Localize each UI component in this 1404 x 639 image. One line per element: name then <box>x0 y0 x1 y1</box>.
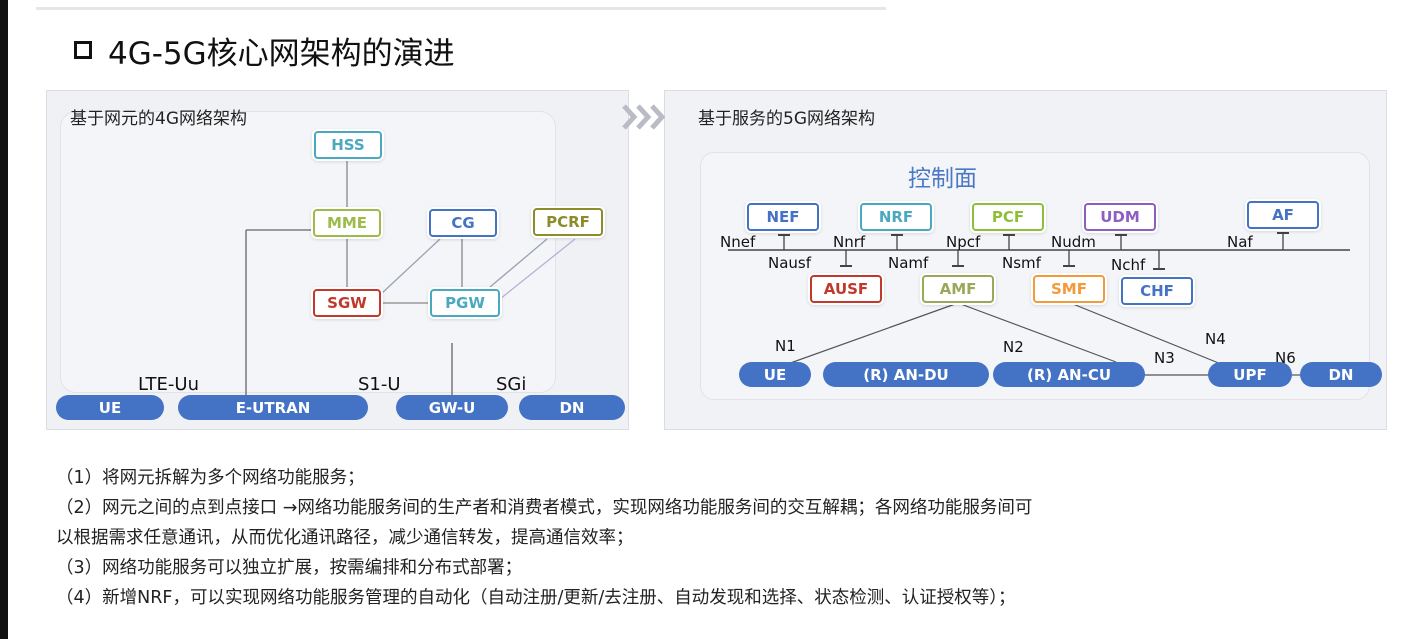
label-naf: Naf <box>1227 233 1253 251</box>
node-chf: CHF <box>1121 277 1193 305</box>
label-nudm: Nudm <box>1051 233 1096 251</box>
label-nausf: Nausf <box>768 254 812 272</box>
label-n2: N2 <box>1003 338 1024 356</box>
node-hss: HSS <box>314 131 382 159</box>
evolution-chevrons-icon <box>622 104 666 130</box>
label-nnrf: Nnrf <box>833 233 866 251</box>
label-sgi: SGi <box>496 374 527 395</box>
label-nnef: Nnef <box>720 233 756 251</box>
panel-5g-title: 基于服务的5G网络架构 <box>698 109 875 129</box>
label-nchf: Nchf <box>1111 256 1146 274</box>
panel-4g-inner <box>60 111 556 393</box>
panel-4g-title: 基于网元的4G网络架构 <box>70 109 247 129</box>
slide-title-row: 4G-5G核心网架构的演进 <box>74 30 455 72</box>
label-npcf: Npcf <box>946 233 981 251</box>
bus-5g-dn: DN <box>1300 362 1382 387</box>
bullet-square-icon <box>74 41 92 59</box>
node-nef: NEF <box>747 203 819 231</box>
node-amf: AMF <box>922 275 994 303</box>
bus-4g-eutran: E-UTRAN <box>178 395 368 420</box>
node-mme: MME <box>313 209 381 237</box>
node-nrf: NRF <box>860 203 932 231</box>
label-namf: Namf <box>888 254 929 272</box>
note-1: （1）将网元拆解为多个网络功能服务； <box>56 468 365 488</box>
control-plane-title: 控制面 <box>908 166 977 192</box>
node-pcrf: PCRF <box>533 208 603 236</box>
label-nsmf: Nsmf <box>1002 254 1041 272</box>
left-edge-bar <box>0 0 8 639</box>
node-smf: SMF <box>1033 275 1105 303</box>
bus-4g-dn: DN <box>519 395 625 420</box>
label-s1-u: S1-U <box>358 374 401 395</box>
bus-4g-gwu: GW-U <box>396 395 508 420</box>
label-lte-uu: LTE-Uu <box>138 374 199 395</box>
note-4: （4）新增NRF，可以实现网络功能服务管理的自动化（自动注册/更新/去注册、自动… <box>56 588 1016 608</box>
node-ausf: AUSF <box>810 275 882 303</box>
label-n3: N3 <box>1154 349 1175 367</box>
note-3: （3）网络功能服务可以独立扩展，按需编排和分布式部署； <box>56 558 523 578</box>
node-af: AF <box>1247 201 1319 229</box>
notes-list: （1）将网元拆解为多个网络功能服务； （2）网元之间的点到点接口 →网络功能服务… <box>56 463 1356 613</box>
bus-5g-upf: UPF <box>1208 362 1292 387</box>
note-2-cont: 以根据需求任意通讯，从而优化通讯路径，减少通信转发，提高通信效率； <box>56 528 634 548</box>
note-2: （2）网元之间的点到点接口 →网络功能服务间的生产者和消费者模式，实现网络功能服… <box>56 498 1033 518</box>
bus-5g-an-du: (R) AN-DU <box>823 362 989 387</box>
node-cg: CG <box>429 209 497 237</box>
node-udm: UDM <box>1084 203 1156 231</box>
bus-4g-ue: UE <box>56 395 164 420</box>
bus-5g-ue: UE <box>739 362 811 387</box>
node-pcf: PCF <box>972 203 1044 231</box>
label-n4: N4 <box>1205 330 1226 348</box>
top-rule <box>36 7 886 10</box>
label-n1: N1 <box>775 337 796 355</box>
slide-title: 4G-5G核心网架构的演进 <box>108 35 455 72</box>
bus-5g-an-cu: (R) AN-CU <box>993 362 1145 387</box>
node-pgw: PGW <box>430 289 500 317</box>
node-sgw: SGW <box>313 289 381 317</box>
